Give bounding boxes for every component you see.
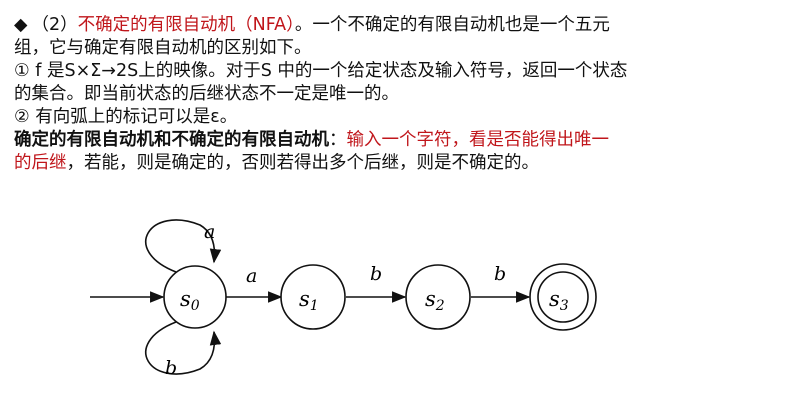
comparison-red-cont: 的后继: [14, 153, 67, 173]
edge-label-s2-s3: b: [494, 263, 506, 285]
state-label-s2: s2: [425, 287, 445, 314]
nfa-term: 不确定的有限自动机（NFA）: [77, 15, 295, 35]
edge-label-s0-s1: a: [246, 265, 257, 287]
edge-label-s1-s2: b: [370, 263, 382, 285]
state-s3-outer: [529, 263, 597, 331]
line-point-1: ① f 是S×Σ→2S上的映像。对于S 中的一个给定状态及输入符号，返回一个状态: [14, 61, 628, 81]
edge-label-loop-b: b: [165, 357, 177, 379]
state-s2: [405, 264, 471, 330]
line-point-2: ② 有向弧上的标记可以是ε。: [14, 107, 238, 127]
state-s1: [280, 264, 346, 330]
line-intro-cont: 组，它与确定有限自动机的区别如下。: [14, 38, 312, 58]
state-label-s0: s0: [180, 287, 200, 314]
state-s3-inner: [537, 271, 589, 323]
comparison-term: 确定的有限自动机和不确定的有限自动机: [14, 130, 329, 150]
state-s0: [163, 265, 227, 329]
diamond-bullet-icon: ◆: [14, 15, 28, 35]
comparison-red-text: 输入一个字符，看是否能得出唯一: [346, 130, 610, 150]
intro-rest: 。一个不确定的有限自动机也是一个五元: [294, 15, 610, 35]
edge-label-loop-a: a: [204, 221, 215, 243]
line-comparison-cont: 的后继，若能，则是确定的，否则若得出多个后继，则是不确定的。: [14, 152, 784, 175]
self-loop-b: [145, 321, 222, 375]
state-label-s3: s3: [549, 287, 569, 314]
state-label-s1: s1: [299, 287, 319, 314]
line-nfa-intro: ◆（2）不确定的有限自动机（NFA）。一个不确定的有限自动机也是一个五元: [14, 14, 784, 37]
section-number: （2）: [31, 15, 78, 35]
line-point-1-cont: 的集合。即当前状态的后继状态不一定是唯一的。: [14, 84, 399, 104]
line-comparison: 确定的有限自动机和不确定的有限自动机：输入一个字符，看是否能得出唯一: [14, 129, 784, 152]
comparison-colon: ：: [329, 130, 347, 150]
self-loop-a: [145, 219, 222, 273]
nfa-description: ◆（2）不确定的有限自动机（NFA）。一个不确定的有限自动机也是一个五元 组，它…: [14, 14, 784, 175]
comparison-rest: ，若能，则是确定的，否则若得出多个后继，则是不确定的。: [66, 153, 540, 173]
